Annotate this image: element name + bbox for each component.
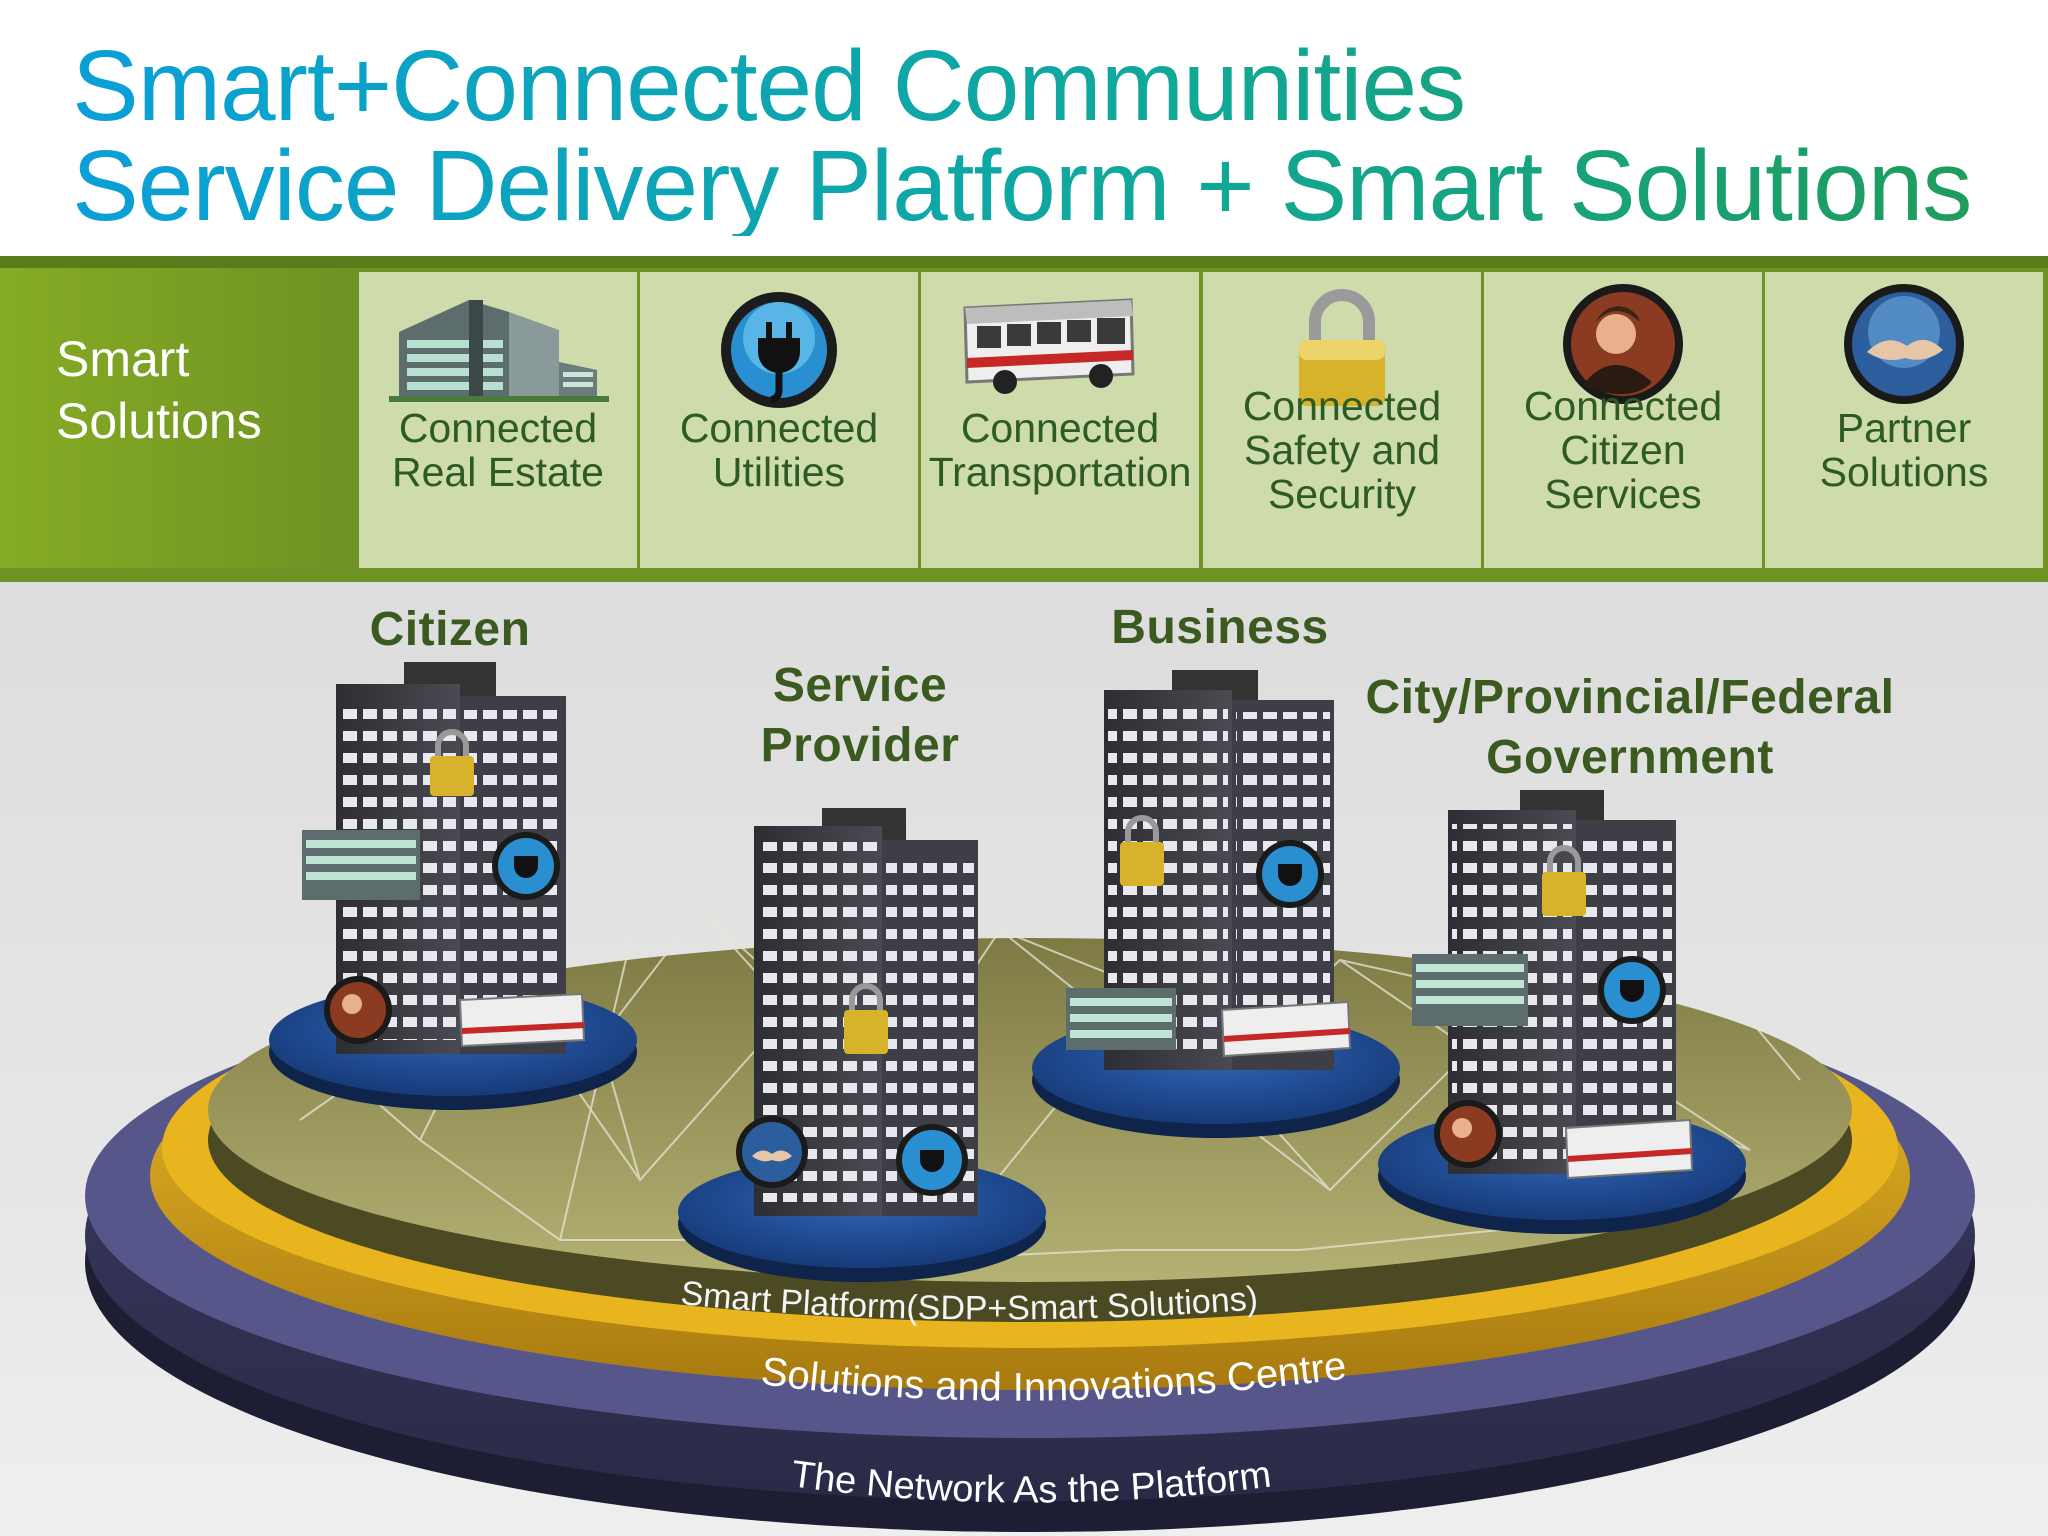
citizen-photo-icon	[1563, 284, 1683, 404]
service-provider-node[interactable]	[678, 808, 1046, 1282]
tile-connected-utilities[interactable]: Connected Utilities	[640, 272, 918, 568]
handshake-icon	[1844, 284, 1964, 404]
government-label: City/Provincial/Federal Government	[1365, 671, 1895, 784]
tile-connected-real-estate[interactable]: Connected Real Estate	[359, 272, 637, 568]
service-provider-label: Service Provider	[760, 659, 960, 772]
government-node[interactable]	[1378, 790, 1746, 1234]
band-top-stripe	[0, 256, 2048, 268]
tile-label: Connected Safety and Security	[1242, 383, 1442, 517]
smart-solutions-label-panel: Smart Solutions	[0, 268, 358, 568]
business-label: Business	[1111, 601, 1329, 654]
padlock-icon	[1299, 289, 1385, 406]
tile-label: Partner Solutions	[1819, 405, 1989, 495]
tile-connected-transportation[interactable]: Connected Transportation	[921, 272, 1199, 568]
tile-label: Connected Citizen Services	[1523, 383, 1723, 517]
tile-label: Connected Real Estate	[392, 405, 604, 495]
office-building-icon	[389, 300, 609, 402]
bus-icon	[963, 298, 1135, 394]
citizen-label: Citizen	[369, 603, 531, 656]
platform-diagram: Smart Platform(SDP+Smart Solutions) Solu…	[0, 582, 2048, 1536]
tile-connected-citizen-services[interactable]: Connected Citizen Services	[1484, 272, 1762, 568]
title-line-2: Service Delivery Platform + Smart Soluti…	[72, 136, 2032, 236]
tile-label: Connected Transportation	[928, 405, 1192, 495]
business-node[interactable]	[1032, 670, 1400, 1138]
tile-connected-safety-security[interactable]: Connected Safety and Security	[1203, 272, 1481, 568]
page-title: Smart+Connected Communities Service Deli…	[72, 36, 2032, 236]
title-line-1: Smart+Connected Communities	[72, 36, 2032, 136]
platform-scene: Smart Platform(SDP+Smart Solutions) Solu…	[85, 662, 1975, 1532]
power-plug-icon	[721, 292, 837, 408]
tile-label: Connected Utilities	[679, 405, 879, 495]
tile-partner-solutions[interactable]: Partner Solutions	[1765, 272, 2043, 568]
citizen-node[interactable]	[269, 662, 637, 1110]
smart-solutions-label: Smart Solutions	[56, 331, 262, 449]
